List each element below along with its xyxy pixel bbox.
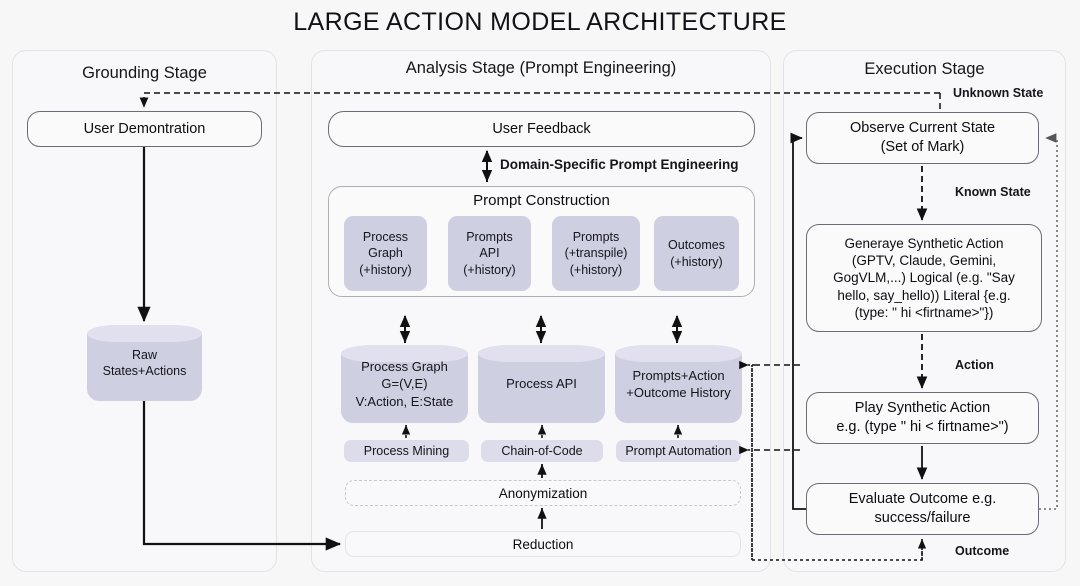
known-state-label: Known State (955, 185, 1031, 199)
process-graph-store-label: Process Graph G=(V,E) V:Action, E:State (355, 359, 454, 409)
grounding-stage-title: Grounding Stage (82, 64, 207, 82)
outcome-label: Outcome (955, 544, 1010, 558)
analysis-stage-title: Analysis Stage (Prompt Engineering) (405, 59, 677, 77)
process-graph-store[interactable]: Process Graph G=(V,E) V:Action, E:State (341, 345, 468, 423)
raw-states-actions-label: Raw States+Actions (102, 347, 187, 379)
anonymization-bar[interactable]: Anonymization (345, 480, 741, 506)
execution-stage-title: Execution Stage (864, 60, 985, 78)
play-synthetic-action-node[interactable]: Play Synthetic Action e.g. (type " hi < … (806, 392, 1039, 444)
prompts-action-outcome-history-label: Prompts+Action +Outcome History (626, 367, 731, 400)
cylinder-body (341, 353, 468, 423)
prompt-construction-title: Prompt Construction (473, 192, 610, 209)
page-title: LARGE ACTION MODEL ARCHITECTURE (293, 8, 787, 36)
cylinder-body (478, 353, 605, 423)
cylinder-top (478, 345, 605, 362)
unknown-state-label: Unknown State (953, 86, 1044, 100)
evaluate-outcome-node[interactable]: Evaluate Outcome e.g. success/failure (806, 483, 1039, 535)
action-label: Action (955, 358, 994, 372)
cylinder-body (87, 333, 202, 401)
domain-specific-prompt-engineering-label: Domain-Specific Prompt Engineering (500, 157, 739, 172)
prompt-construction-item-prompts-api[interactable]: Prompts API (+history) (448, 216, 531, 291)
prompt-construction-item-outcomes[interactable]: Outcomes (+history) (654, 216, 739, 291)
process-api-store-label: Process API (506, 376, 577, 392)
reduction-bar[interactable]: Reduction (345, 531, 741, 557)
raw-states-actions-store[interactable]: Raw States+Actions (87, 325, 202, 401)
chain-of-code-pill[interactable]: Chain-of-Code (481, 440, 603, 462)
cylinder-top (87, 325, 202, 342)
cylinder-top (341, 345, 468, 362)
user-demonstration-node[interactable]: User Demontration (27, 111, 262, 147)
cylinder-top (615, 345, 742, 362)
generate-synthetic-action-node[interactable]: Generaye Synthetic Action (GPTV, Claude,… (806, 224, 1042, 332)
prompt-construction-item-prompts-transpile[interactable]: Prompts (+transpile) (+history) (552, 216, 640, 291)
prompt-construction-item-process-graph[interactable]: Process Graph (+history) (344, 216, 427, 291)
user-feedback-node[interactable]: User Feedback (328, 111, 755, 147)
prompt-automation-pill[interactable]: Prompt Automation (616, 440, 741, 462)
process-mining-pill[interactable]: Process Mining (344, 440, 469, 462)
prompts-action-outcome-history-store[interactable]: Prompts+Action +Outcome History (615, 345, 742, 423)
process-api-store[interactable]: Process API (478, 345, 605, 423)
observe-current-state-node[interactable]: Observe Current State (Set of Mark) (806, 112, 1039, 164)
cylinder-body (615, 353, 742, 423)
